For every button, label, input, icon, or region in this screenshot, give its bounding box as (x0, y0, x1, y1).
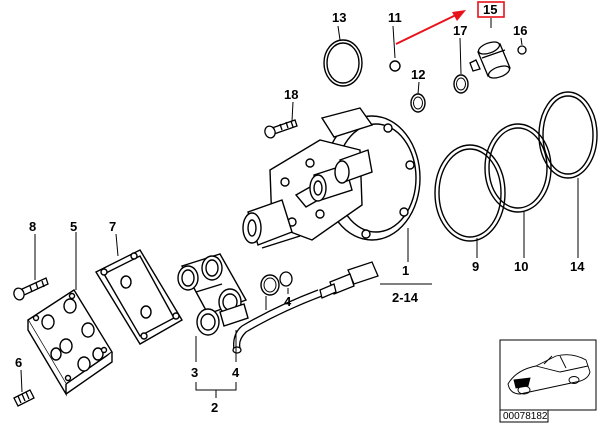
sensor-cable (232, 261, 379, 354)
o-ring-14 (538, 91, 598, 179)
leader-11 (392, 25, 396, 59)
label-3: 3 (191, 365, 198, 380)
label-12: 12 (411, 67, 425, 82)
leader-18 (291, 101, 294, 122)
gasket-7 (95, 249, 183, 345)
highlight-box-15 (477, 1, 505, 18)
leader-12 (417, 81, 420, 95)
o-ring-4-upper (260, 274, 280, 296)
bolt-18 (264, 119, 298, 139)
leader-13 (337, 25, 341, 41)
label-17: 17 (453, 23, 467, 38)
label-7: 7 (109, 219, 116, 234)
label-1: 1 (402, 263, 409, 278)
reference-number: 00078182 (503, 411, 548, 422)
label-10: 10 (514, 259, 528, 274)
o-ring-9 (434, 144, 506, 242)
valve-15 (469, 41, 511, 79)
label-2-14: 2-14 (392, 290, 419, 305)
label-18: 18 (284, 87, 298, 102)
group-bracket-2 (195, 382, 237, 391)
leader-16 (520, 37, 523, 46)
label-8: 8 (29, 219, 36, 234)
o-ring-11 (389, 60, 401, 72)
label-4b: 4 (284, 294, 292, 309)
o-ring-16 (517, 45, 527, 55)
label-5: 5 (70, 219, 77, 234)
o-ring-13 (323, 39, 363, 87)
pump-housing (242, 107, 421, 249)
bolt-8 (13, 277, 49, 301)
cover-plate-5 (27, 289, 113, 397)
label-4a: 4 (232, 365, 240, 380)
label-16: 16 (513, 23, 527, 38)
leader-17 (459, 37, 462, 75)
label-9: 9 (472, 259, 479, 274)
highlight-arrow (395, 10, 466, 45)
label-14: 14 (570, 259, 585, 274)
label-6: 6 (15, 355, 22, 370)
leader-6 (20, 369, 23, 393)
valve-block (177, 253, 249, 336)
o-ring-10 (484, 123, 552, 213)
leader-7 (115, 233, 119, 257)
o-ring-17 (453, 74, 469, 94)
vehicle-thumbnail: 00078182 (499, 339, 597, 423)
label-2: 2 (211, 400, 218, 415)
stud-6 (13, 389, 35, 407)
label-15: 15 (483, 2, 497, 17)
label-13: 13 (332, 10, 346, 25)
label-11: 11 (388, 10, 402, 25)
